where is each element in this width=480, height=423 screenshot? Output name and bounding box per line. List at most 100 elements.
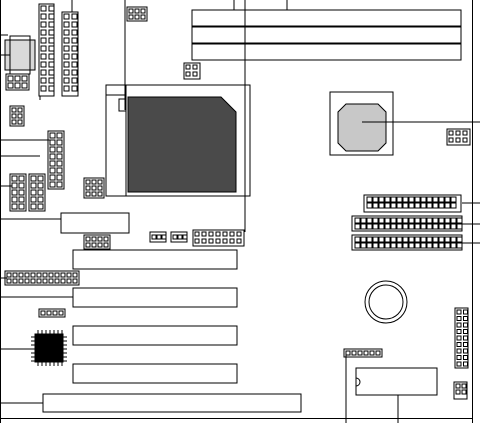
pin <box>56 153 63 160</box>
pin <box>366 223 373 230</box>
pin <box>56 174 63 181</box>
left-jumper-2 <box>9 173 27 212</box>
pin <box>229 238 235 244</box>
pin <box>48 69 55 76</box>
pin <box>414 202 421 209</box>
pin <box>30 189 37 196</box>
pin <box>378 242 385 249</box>
pin <box>36 272 42 278</box>
pin <box>463 355 468 360</box>
pin <box>151 234 157 240</box>
pin <box>455 137 461 143</box>
pin <box>11 189 18 196</box>
pin <box>426 223 433 230</box>
pin <box>444 236 451 243</box>
pin <box>56 160 63 167</box>
pin <box>372 236 379 243</box>
pin <box>21 75 28 82</box>
pin <box>396 223 403 230</box>
pin <box>40 85 47 92</box>
pin <box>366 242 373 249</box>
pin <box>414 242 421 249</box>
pin <box>456 309 462 315</box>
bios-chip <box>355 367 438 396</box>
pin <box>402 242 409 249</box>
pin <box>384 223 391 230</box>
pin <box>48 37 55 44</box>
pin <box>185 71 191 77</box>
pin <box>40 45 47 52</box>
pin <box>396 217 403 224</box>
pin <box>426 202 433 209</box>
pin <box>161 234 167 240</box>
pin <box>455 389 461 395</box>
pin <box>7 75 14 82</box>
pin <box>71 69 78 76</box>
pin <box>37 175 44 182</box>
floppy-connector <box>363 194 462 213</box>
pin <box>354 242 361 249</box>
pin <box>450 196 457 203</box>
pin <box>420 223 427 230</box>
pin <box>438 223 445 230</box>
pin <box>97 185 103 191</box>
pin <box>456 217 463 224</box>
pin <box>18 196 25 203</box>
pin <box>182 234 188 240</box>
pin <box>390 196 397 203</box>
pin <box>414 196 421 203</box>
pin <box>60 272 66 278</box>
pin <box>85 179 91 185</box>
pin <box>49 181 56 188</box>
pin <box>384 202 391 209</box>
pin <box>66 272 72 278</box>
pin <box>48 45 55 52</box>
pin <box>49 174 56 181</box>
pin <box>54 278 60 284</box>
isa-slot <box>42 393 302 413</box>
expansion-slots <box>42 212 302 413</box>
pin <box>140 14 146 20</box>
pin <box>455 383 461 389</box>
pin <box>71 37 78 44</box>
pin <box>463 342 468 347</box>
pin <box>194 231 200 237</box>
pin <box>420 242 427 249</box>
pin <box>17 119 23 125</box>
pin <box>37 182 44 189</box>
pin <box>97 242 103 248</box>
pin <box>366 236 373 243</box>
pci-slot-3 <box>72 325 238 346</box>
left-jumper-1 <box>9 105 25 127</box>
pin <box>463 322 468 328</box>
pin <box>450 217 457 224</box>
pin <box>396 196 403 203</box>
pin <box>156 234 162 240</box>
jumper-headers <box>4 62 471 358</box>
pin <box>201 238 207 244</box>
pin <box>48 13 55 20</box>
pin <box>11 113 17 119</box>
pin <box>60 278 66 284</box>
pin <box>426 196 433 203</box>
pin <box>461 389 467 395</box>
pin <box>42 272 48 278</box>
pin <box>97 179 103 185</box>
pin <box>11 203 18 210</box>
pin <box>37 203 44 210</box>
dimm-slot-1 <box>191 9 462 27</box>
pin <box>236 238 242 244</box>
pin <box>408 242 415 249</box>
pin <box>134 8 140 14</box>
pin <box>432 202 439 209</box>
pin <box>450 202 457 209</box>
pin <box>48 85 55 92</box>
pin <box>91 179 97 185</box>
pin <box>357 350 363 356</box>
pin <box>444 196 451 203</box>
pin <box>438 242 445 249</box>
pin <box>40 53 47 60</box>
pin <box>408 217 415 224</box>
pin <box>456 329 462 334</box>
pin <box>360 217 367 224</box>
